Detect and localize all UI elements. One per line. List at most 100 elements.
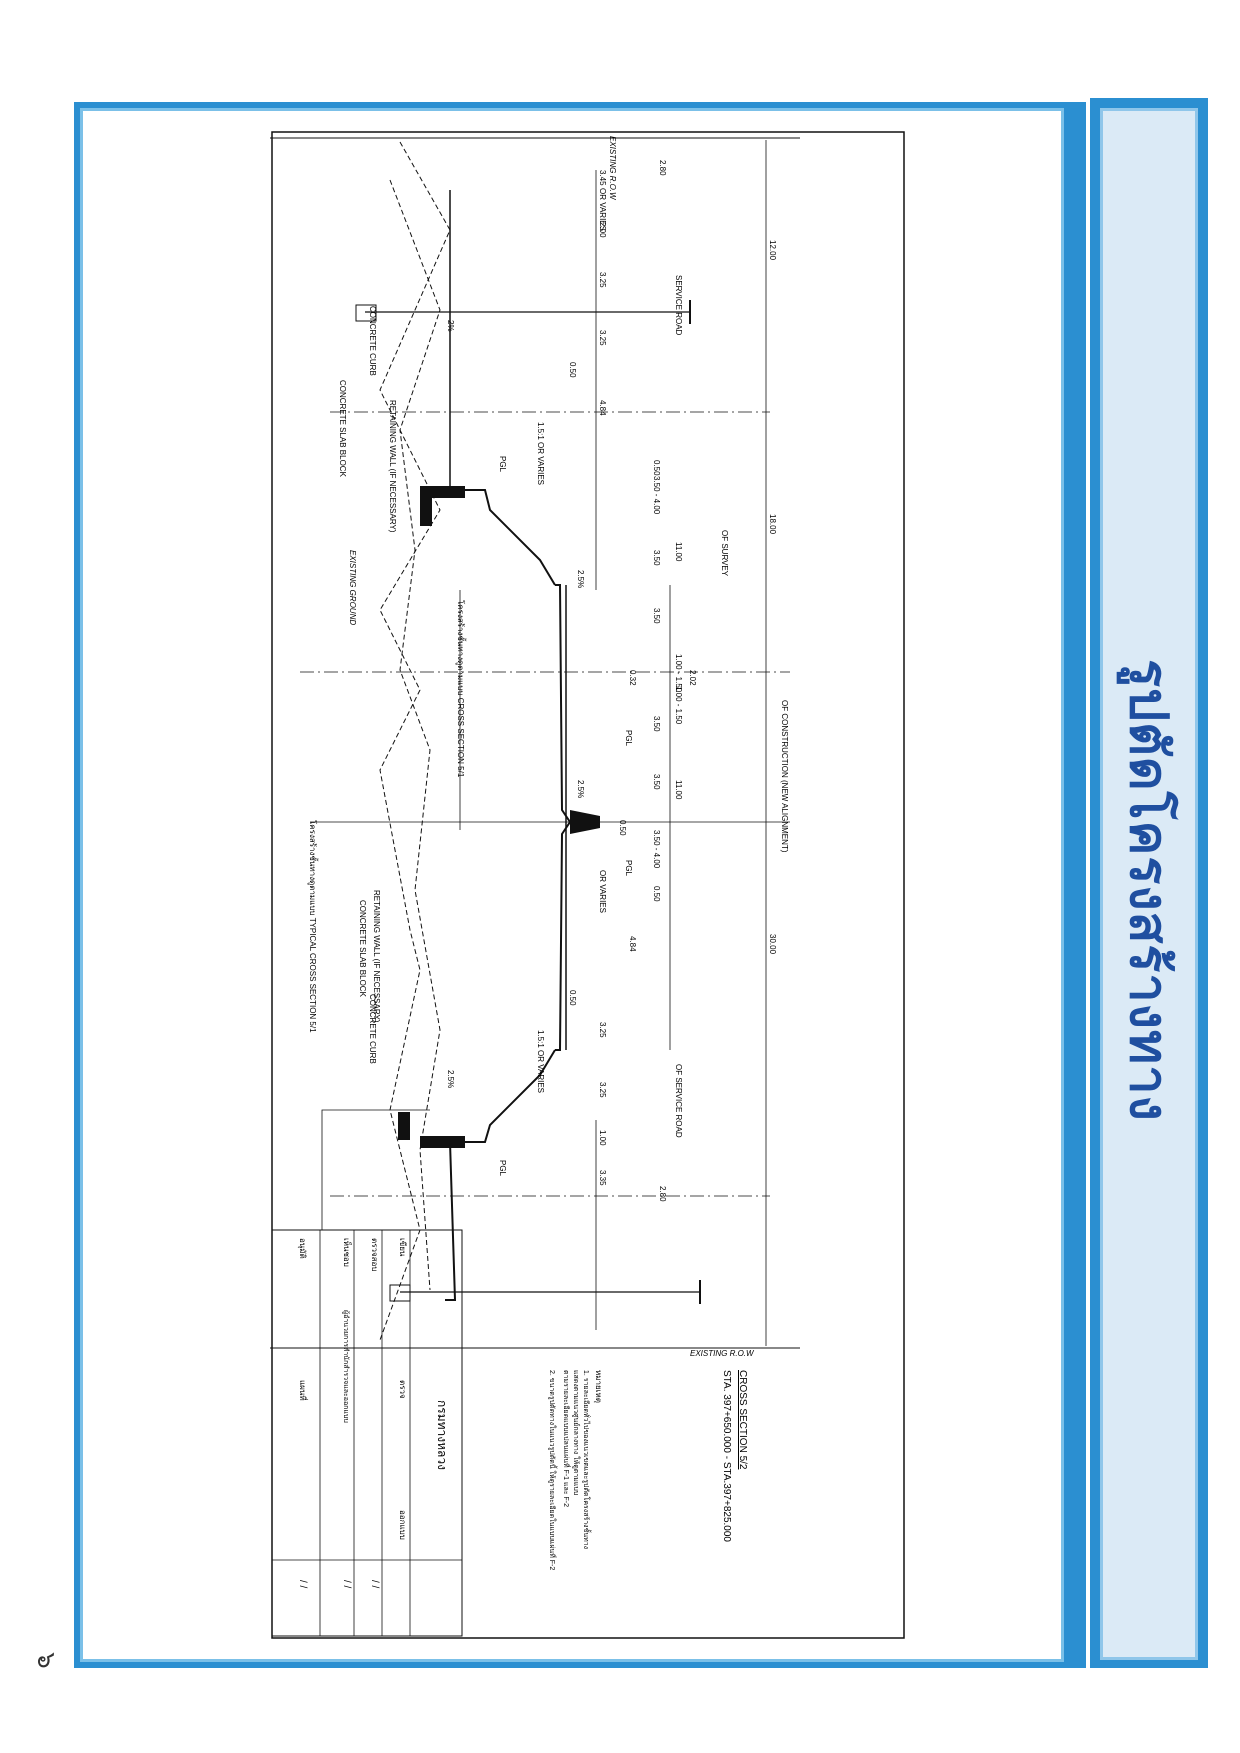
slope-top	[460, 489, 556, 586]
leader-structure-bottom	[321, 1109, 430, 1230]
sidebar-panel	[1100, 108, 1198, 1660]
dimension-labels: 2.80 3.45 2.00 3.25 3.25 0.50 4.84 0.50 …	[446, 160, 777, 1202]
tb-agency: กรมทางหลวง	[435, 1400, 449, 1470]
tb-date-3: / /	[297, 1580, 308, 1589]
label-pgl-1: PGL	[498, 456, 507, 473]
note-1b: แสดงตามแนวศูนย์กลางทาง ให้ดูตามแบบ	[572, 1370, 581, 1495]
slope-label-2: 2.5%	[576, 780, 585, 798]
dim-d13: 1.00 - 1.50	[674, 654, 683, 693]
tb-row2-label: ตรวจสอบ	[370, 1238, 379, 1271]
dim-d26: 1.00	[598, 1130, 607, 1146]
dim-d7: 4.84	[598, 400, 607, 416]
tb-row4-value: แผนที่	[298, 1380, 309, 1401]
title-block: กรมทางหลวง เขียน ตรวจ ออกแบบ ตรวจสอบ ผู้…	[271, 1229, 463, 1637]
label-or-varies-1: OR VARIES	[598, 188, 607, 231]
label-existing-ground: EXISTING GROUND	[348, 550, 357, 625]
label-cl-survey: OF SURVEY	[720, 530, 729, 577]
existing-ground-line-2	[389, 179, 441, 1291]
dim-d9: 3.50 - 4.00	[652, 476, 661, 515]
main-panel	[80, 108, 1064, 1662]
tb-date-1: / /	[369, 1580, 380, 1589]
light-pole-base-top	[355, 304, 377, 322]
tb-row2-value: ผู้อำนวยการสำนักสำรวจและออกแบบ	[342, 1310, 350, 1423]
dim-d11: 3.50	[652, 608, 661, 624]
label-concrete-curb-bottom: CONCRETE CURB	[368, 994, 377, 1064]
dim-d8: 0.50	[652, 460, 661, 476]
sidebar-title: รูปตัดโครงสร้างทาง	[1117, 658, 1178, 1122]
slab-block-bottom	[398, 1112, 410, 1140]
dim-d16: 1.00 - 1.50	[674, 686, 683, 725]
label-retaining-wall-top: RETAINING WALL (IF NECESSARY)	[388, 400, 397, 533]
dim-d3: 2.00	[598, 222, 607, 238]
tb-row1-value: ตรวจ	[398, 1380, 407, 1399]
label-slope-bottom: 1.5:1 OR VARIES	[536, 1030, 545, 1093]
dim-wid1: 0.50	[618, 820, 627, 836]
label-pgl-4: PGL	[498, 1160, 507, 1177]
dim-d27: 3.35	[598, 1170, 607, 1186]
slope-label-4: 2%	[446, 320, 455, 332]
dim-d20: 3.50 - 4.00	[652, 830, 661, 869]
service-road-bottom	[442, 1141, 457, 1301]
info-block: CROSS SECTION 5/2 STA. 397+650.000 - STA…	[548, 1370, 748, 1570]
dim-d10: 3.50	[652, 550, 661, 566]
existing-ground-line	[379, 141, 451, 1341]
label-service-road-bottom: OF SERVICE ROAD	[674, 1064, 683, 1138]
label-pgl-2: PGL	[624, 730, 633, 747]
dim-d29: 12.00	[768, 240, 777, 261]
tb-row4-label: อนุมัติ	[298, 1238, 307, 1259]
dim-d18: 3.50	[652, 774, 661, 790]
slope-label-1: 2.5%	[576, 570, 585, 588]
sidebar-title-wrap: รูปตัดโครงสร้างทาง	[1104, 658, 1194, 1122]
page-number: ๖	[30, 1652, 61, 1669]
row-label-top: EXISTING R.O.W	[608, 136, 617, 201]
dim-d24: 3.25	[598, 1022, 607, 1038]
dim-d25: 3.25	[598, 1082, 607, 1098]
section-title: CROSS SECTION 5/2	[737, 1370, 748, 1470]
dim-d6: 0.50	[568, 362, 577, 378]
retaining-wall-top	[420, 486, 465, 498]
dim-d4: 3.25	[598, 272, 607, 288]
notes-heading: หมายเหตุ	[594, 1370, 603, 1403]
note-1c: ตามรายละเอียดแบบแปลนแผ่นที่ F-1 และ F-2	[562, 1370, 571, 1507]
note-1: 1. รายละเอียดทั่วไปของแนวเขตและรูปตัดโคร…	[582, 1370, 593, 1549]
label-slope-top: 1.5:1 OR VARIES	[536, 422, 545, 485]
dim-d30: 18.00	[768, 514, 777, 535]
label-structure-top: โครงสร้างชั้นทางดูตามแบบ CROSS SECTION 5…	[455, 600, 467, 778]
annotation-labels: SERVICE ROAD OF SERVICE ROAD OF SURVEY O…	[307, 188, 789, 1177]
dim-d2: 3.45	[598, 170, 607, 186]
light-pole-base-bottom	[389, 1284, 411, 1302]
dim-d22: 4.84	[628, 936, 637, 952]
main-pavement	[555, 584, 572, 1051]
dim-d17: 3.50	[652, 716, 661, 732]
label-cl-construction: OF CONSTRUCTION (NEW ALIGNMENT)	[780, 700, 789, 853]
label-or-varies-2: OR VARIES	[598, 870, 607, 913]
tb-row1-right: ออกแบบ	[398, 1510, 407, 1540]
cross-section-drawing: EXISTING R.O.W EXISTING R.O.W 2.80 3.45 …	[270, 131, 905, 1639]
station-label: STA. 397+650.000 - STA.397+825.000	[721, 1370, 732, 1542]
slab-block-top	[420, 498, 432, 526]
label-pgl-3: PGL	[624, 860, 633, 877]
label-slab-block-top: CONCRETE SLAB BLOCK	[338, 380, 347, 478]
slope-bottom	[460, 1049, 556, 1143]
dim-d15: 2.02	[688, 670, 697, 686]
label-slab-block-bottom: CONCRETE SLAB BLOCK	[358, 900, 367, 998]
median	[570, 810, 600, 834]
slope-label-3: 2.5%	[446, 1070, 455, 1088]
tb-row3-label: เห็นชอบ	[342, 1238, 352, 1267]
dim-d31: 30.00	[768, 934, 777, 955]
dim-d28: 2.80	[658, 1186, 667, 1202]
row-label-bottom: EXISTING R.O.W	[690, 1349, 755, 1358]
dim-d19: 11.00	[674, 780, 683, 800]
title-block-border	[271, 1229, 463, 1637]
note-2: 2. ขนาดรูปตัดทางในแนวรูปตัดนี้ ให้ดูรายล…	[548, 1370, 559, 1570]
dim-d12: 11.00	[674, 542, 683, 562]
dim-d14: 0.32	[628, 670, 637, 686]
drawing-border	[271, 131, 905, 1639]
label-service-road-top: SERVICE ROAD	[674, 275, 683, 336]
label-structure-bottom: โครงสร้างชั้นทางดูตามแบบ TYPICAL CROSS S…	[307, 820, 319, 1033]
dim-d23: 0.50	[568, 990, 577, 1006]
label-concrete-curb-top: CONCRETE CURB	[368, 306, 377, 376]
dim-d5: 3.25	[598, 330, 607, 346]
dim-d1: 2.80	[658, 160, 667, 176]
tb-date-2: / /	[341, 1580, 352, 1589]
